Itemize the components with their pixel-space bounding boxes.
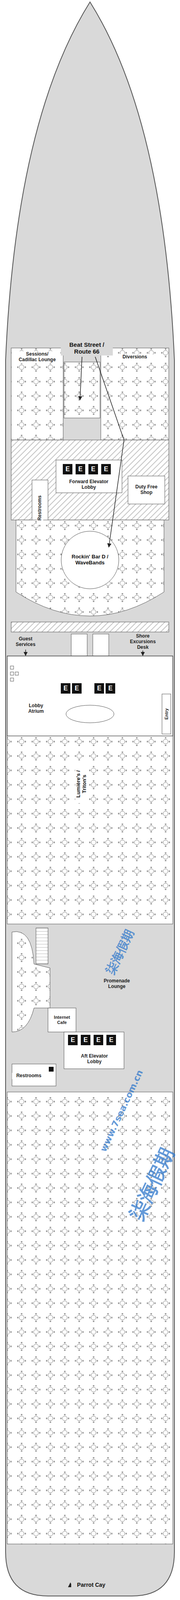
restroom-room — [12, 1064, 56, 1086]
elevator-box: E — [88, 464, 98, 475]
dining-room — [7, 1092, 173, 1544]
elevator-letter: E — [78, 466, 83, 473]
stair — [92, 634, 109, 656]
elevator-letter: E — [74, 685, 80, 692]
elevator-lobby — [64, 1032, 124, 1069]
watermark: 柒海假期 — [101, 923, 139, 981]
venue-label: Promenade Lounge — [97, 978, 136, 990]
area-label: Shore Excursions Desk — [123, 633, 162, 651]
elevator-box: E — [80, 1034, 91, 1046]
venue-label: Rockin' Bar D / WaveBands — [64, 553, 116, 567]
watermark: 柒海假期 — [123, 1139, 180, 1229]
elevator-box: E — [94, 683, 104, 694]
elevator-letter: E — [96, 1036, 101, 1044]
club-room — [64, 362, 100, 418]
lobby-room — [7, 656, 173, 736]
area-label: Lobby Atrium — [22, 702, 50, 715]
elevator-letter: E — [97, 685, 102, 692]
lounge-room — [11, 348, 64, 440]
pointer-arrow — [25, 649, 26, 656]
leader-arrow — [95, 356, 124, 548]
elevator-letter: E — [109, 1036, 114, 1044]
dining-room — [7, 736, 173, 924]
dance-floor — [61, 531, 119, 589]
leader-arrow — [80, 356, 82, 400]
bar-room — [16, 520, 164, 616]
watermark: www.7sea.com.cn — [97, 1077, 141, 1155]
venue-label: Diversions — [116, 354, 153, 361]
area-label: Guest Services — [9, 636, 42, 648]
elevator-lobby — [56, 460, 122, 493]
accessibility-icon — [48, 1066, 54, 1072]
area-label: Restrooms — [36, 491, 44, 525]
elevator-box: E — [60, 683, 71, 694]
elevator-box: E — [72, 683, 82, 694]
venue-label: Lumière's / Triton's — [75, 764, 88, 804]
area-label: Forward Elevator Lobby — [64, 478, 113, 491]
elevator-letter: E — [70, 1036, 76, 1044]
sports-bar-room — [100, 348, 169, 440]
elevator-box: E — [62, 464, 73, 475]
elevator-letter: E — [63, 685, 68, 692]
elevator-letter: E — [65, 466, 70, 473]
corridor — [11, 622, 169, 632]
stair — [71, 634, 88, 656]
area-label: Duty Free Shop — [130, 484, 163, 496]
elevator-letter: E — [108, 685, 113, 692]
elevator-box: E — [105, 683, 116, 694]
venue-label: Beat Street / Route 66 — [60, 340, 113, 356]
area-label: Aft Elevator Lobby — [72, 1053, 117, 1066]
elevator-letter: E — [104, 466, 109, 473]
elevator-box: E — [106, 1034, 116, 1046]
area-label: Restrooms — [12, 1072, 46, 1080]
elevator-box: E — [93, 1034, 104, 1046]
venue-label: Sessions/ Cadillac Lounge — [17, 351, 58, 364]
hull — [5, 2, 175, 1596]
elevator-box: E — [101, 464, 111, 475]
elevator-box: E — [68, 1034, 78, 1046]
elevator-box: E — [75, 464, 86, 475]
cafe-room — [48, 1008, 76, 1032]
shop-room — [128, 476, 165, 504]
atrium-oval — [66, 705, 114, 723]
lounge-room — [12, 931, 50, 1032]
area-label: Entry — [163, 702, 170, 726]
stair — [36, 928, 48, 964]
elevator-letter: E — [83, 1036, 88, 1044]
elevator-letter: E — [91, 466, 96, 473]
entry-door — [162, 694, 171, 734]
venue-label: Parrot Cay — [71, 1581, 112, 1589]
area-label: Internet Cafe — [48, 1014, 76, 1026]
